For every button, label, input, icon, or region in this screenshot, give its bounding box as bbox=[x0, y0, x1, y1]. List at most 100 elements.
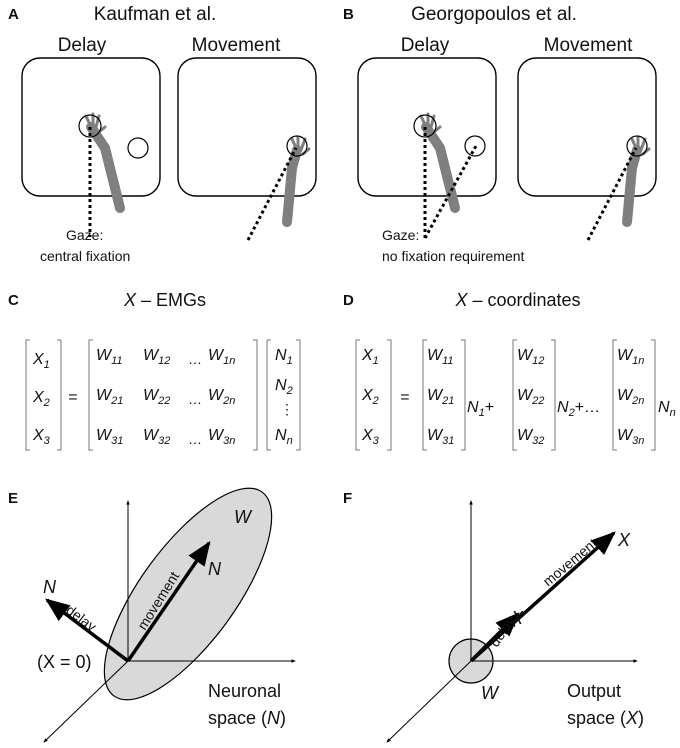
panel-e-w-ellipse bbox=[103, 487, 273, 701]
panel-d-w12: W12 bbox=[517, 347, 544, 367]
panel-b-title: Georgopoulos et al. bbox=[411, 4, 577, 25]
panel-d-n1: N1+ bbox=[467, 399, 494, 419]
panel-e-n-delay-label: N bbox=[43, 577, 57, 597]
panel-c-equals: = bbox=[68, 389, 77, 406]
panel-f-axis-diagonal bbox=[386, 660, 472, 743]
panel-b-movement-label: Movement bbox=[544, 35, 633, 56]
panel-d-x2: X2 bbox=[361, 387, 379, 407]
panel-f-space-line1: Output bbox=[567, 681, 621, 701]
panel-c-w21: W21 bbox=[96, 387, 123, 407]
panel-d-w1n: W1n bbox=[617, 347, 644, 367]
panel-c-x3: X3 bbox=[32, 427, 51, 447]
panel-f-x-movement-label: X bbox=[617, 530, 631, 550]
panel-a-movement-label: Movement bbox=[192, 35, 281, 56]
panel-c-w3n: W3n bbox=[208, 427, 235, 447]
panel-f-movement-text: movement bbox=[540, 535, 600, 589]
panel-c-w11: W11 bbox=[96, 347, 123, 367]
panel-d-w2n: W2n bbox=[617, 387, 644, 407]
panel-d-w11: W11 bbox=[427, 347, 454, 367]
panel-d-nn: Nn bbox=[658, 399, 676, 419]
panel-f-delay-vector bbox=[469, 612, 520, 663]
panel-c-vdots: ⋮ bbox=[280, 401, 294, 417]
panel-c-dots-row3: … bbox=[188, 431, 202, 447]
panel-b-movement-target bbox=[626, 135, 648, 157]
panel-a-movement-target bbox=[286, 135, 308, 157]
panel-c-n-vector: N1 N2 ⋮ Nn bbox=[275, 347, 294, 447]
panel-e-space-line2: space (N) bbox=[208, 708, 286, 728]
panel-e: E W N N delay movement (X = 0) Neuronal … bbox=[8, 487, 296, 743]
panel-f-space-line2: space (X) bbox=[567, 708, 644, 728]
panel-c-w2n: W2n bbox=[208, 387, 235, 407]
panel-b-movement-gaze-line bbox=[586, 147, 638, 241]
panel-c-w22: W22 bbox=[143, 387, 170, 407]
panel-c-x2: X2 bbox=[32, 389, 50, 409]
panel-e-x0-label: (X = 0) bbox=[37, 652, 92, 672]
panel-e-space-line1: Neuronal bbox=[208, 681, 281, 701]
panel-f-movement-vector bbox=[469, 531, 616, 663]
panel-c-dots-row1: … bbox=[188, 351, 202, 367]
panel-d-x-bracket bbox=[355, 339, 392, 451]
panel-c-dots-row2: … bbox=[188, 391, 202, 407]
panel-d-w22: W22 bbox=[517, 387, 544, 407]
panel-a-delay-center-target bbox=[78, 114, 102, 138]
panel-d-equals: = bbox=[400, 389, 409, 406]
panel-c-x-vector: X1 X2 X3 bbox=[32, 351, 51, 447]
panel-c-n2: N2 bbox=[275, 377, 293, 397]
panel-d: D X – coordinates X1 X2 X3 = W11 W21 W31… bbox=[343, 290, 676, 451]
panel-c-x1: X1 bbox=[32, 351, 50, 371]
panel-d-w21: W21 bbox=[427, 387, 454, 407]
panel-d-col2: W12 W22 W32 bbox=[517, 347, 544, 447]
panel-c: C X – EMGs X1 X2 X3 = W11 W12 W1n W21 W2… bbox=[8, 290, 301, 451]
panel-e-axis-diagonal bbox=[43, 660, 129, 743]
panel-b-gaze-label: Gaze: bbox=[382, 227, 419, 243]
panel-a-label: A bbox=[8, 6, 19, 23]
panel-e-delay-text: delay bbox=[63, 602, 99, 635]
panel-c-w-bracket bbox=[88, 339, 258, 451]
panel-c-w31: W31 bbox=[96, 427, 123, 447]
panel-f-x-delay-label: X bbox=[510, 608, 524, 628]
panel-d-coln-bracket bbox=[612, 339, 656, 451]
panel-c-n-bracket bbox=[266, 339, 301, 451]
panel-e-movement-vector bbox=[126, 540, 211, 662]
panel-b-delay-peripheral-target bbox=[464, 135, 486, 157]
panel-a: A Kaufman et al. Delay Movement Gaze: ce… bbox=[8, 4, 317, 264]
panel-d-n2: N2+… bbox=[557, 399, 600, 419]
panel-d-w32: W32 bbox=[517, 427, 544, 447]
panel-c-n1: N1 bbox=[275, 347, 293, 367]
panel-e-label: E bbox=[8, 490, 18, 507]
panel-b-gaze-condition: no fixation requirement bbox=[382, 248, 525, 264]
panel-a-gaze-label: Gaze: bbox=[66, 227, 103, 243]
panel-a-movement-gaze-line bbox=[246, 147, 298, 241]
panel-d-x-vector: X1 X2 X3 bbox=[361, 347, 380, 447]
panel-d-title: X – coordinates bbox=[454, 290, 580, 310]
panel-d-x3: X3 bbox=[361, 427, 380, 447]
panel-b-delay-label: Delay bbox=[401, 35, 450, 56]
panel-b-movement-screen bbox=[517, 57, 657, 197]
panel-f-w-label: W bbox=[481, 683, 500, 703]
panel-b: B Georgopoulos et al. Delay Movement Gaz… bbox=[343, 4, 657, 264]
panel-d-col2-bracket bbox=[512, 339, 556, 451]
panel-c-label: C bbox=[8, 292, 19, 309]
panel-e-w-label: W bbox=[234, 507, 253, 527]
panel-d-coln: W1n W2n W3n bbox=[617, 347, 644, 447]
panel-a-title: Kaufman et al. bbox=[94, 4, 217, 25]
panel-b-delay-arm bbox=[419, 112, 460, 213]
panel-c-w12: W12 bbox=[143, 347, 170, 367]
panel-b-delay-center-target bbox=[413, 114, 437, 138]
panel-a-delay-arm bbox=[84, 112, 125, 213]
panel-b-label: B bbox=[343, 6, 354, 23]
panel-d-label: D bbox=[343, 292, 354, 309]
panel-e-n-movement-label: N bbox=[208, 559, 222, 579]
panel-d-w31: W31 bbox=[427, 427, 454, 447]
panel-a-delay-label: Delay bbox=[58, 35, 107, 56]
panel-c-nn: Nn bbox=[275, 427, 293, 447]
panel-d-w3n: W3n bbox=[617, 427, 644, 447]
panel-a-delay-peripheral-target bbox=[127, 137, 149, 159]
panel-c-w-matrix: W11 W12 W1n W21 W22 W2n W31 W32 W3n … … … bbox=[96, 347, 235, 447]
panel-c-title: X – EMGs bbox=[123, 290, 206, 310]
panel-c-x-bracket bbox=[25, 339, 62, 451]
panel-c-w32: W32 bbox=[143, 427, 170, 447]
panel-c-w1n: W1n bbox=[208, 347, 235, 367]
panel-d-col1-bracket bbox=[422, 339, 466, 451]
